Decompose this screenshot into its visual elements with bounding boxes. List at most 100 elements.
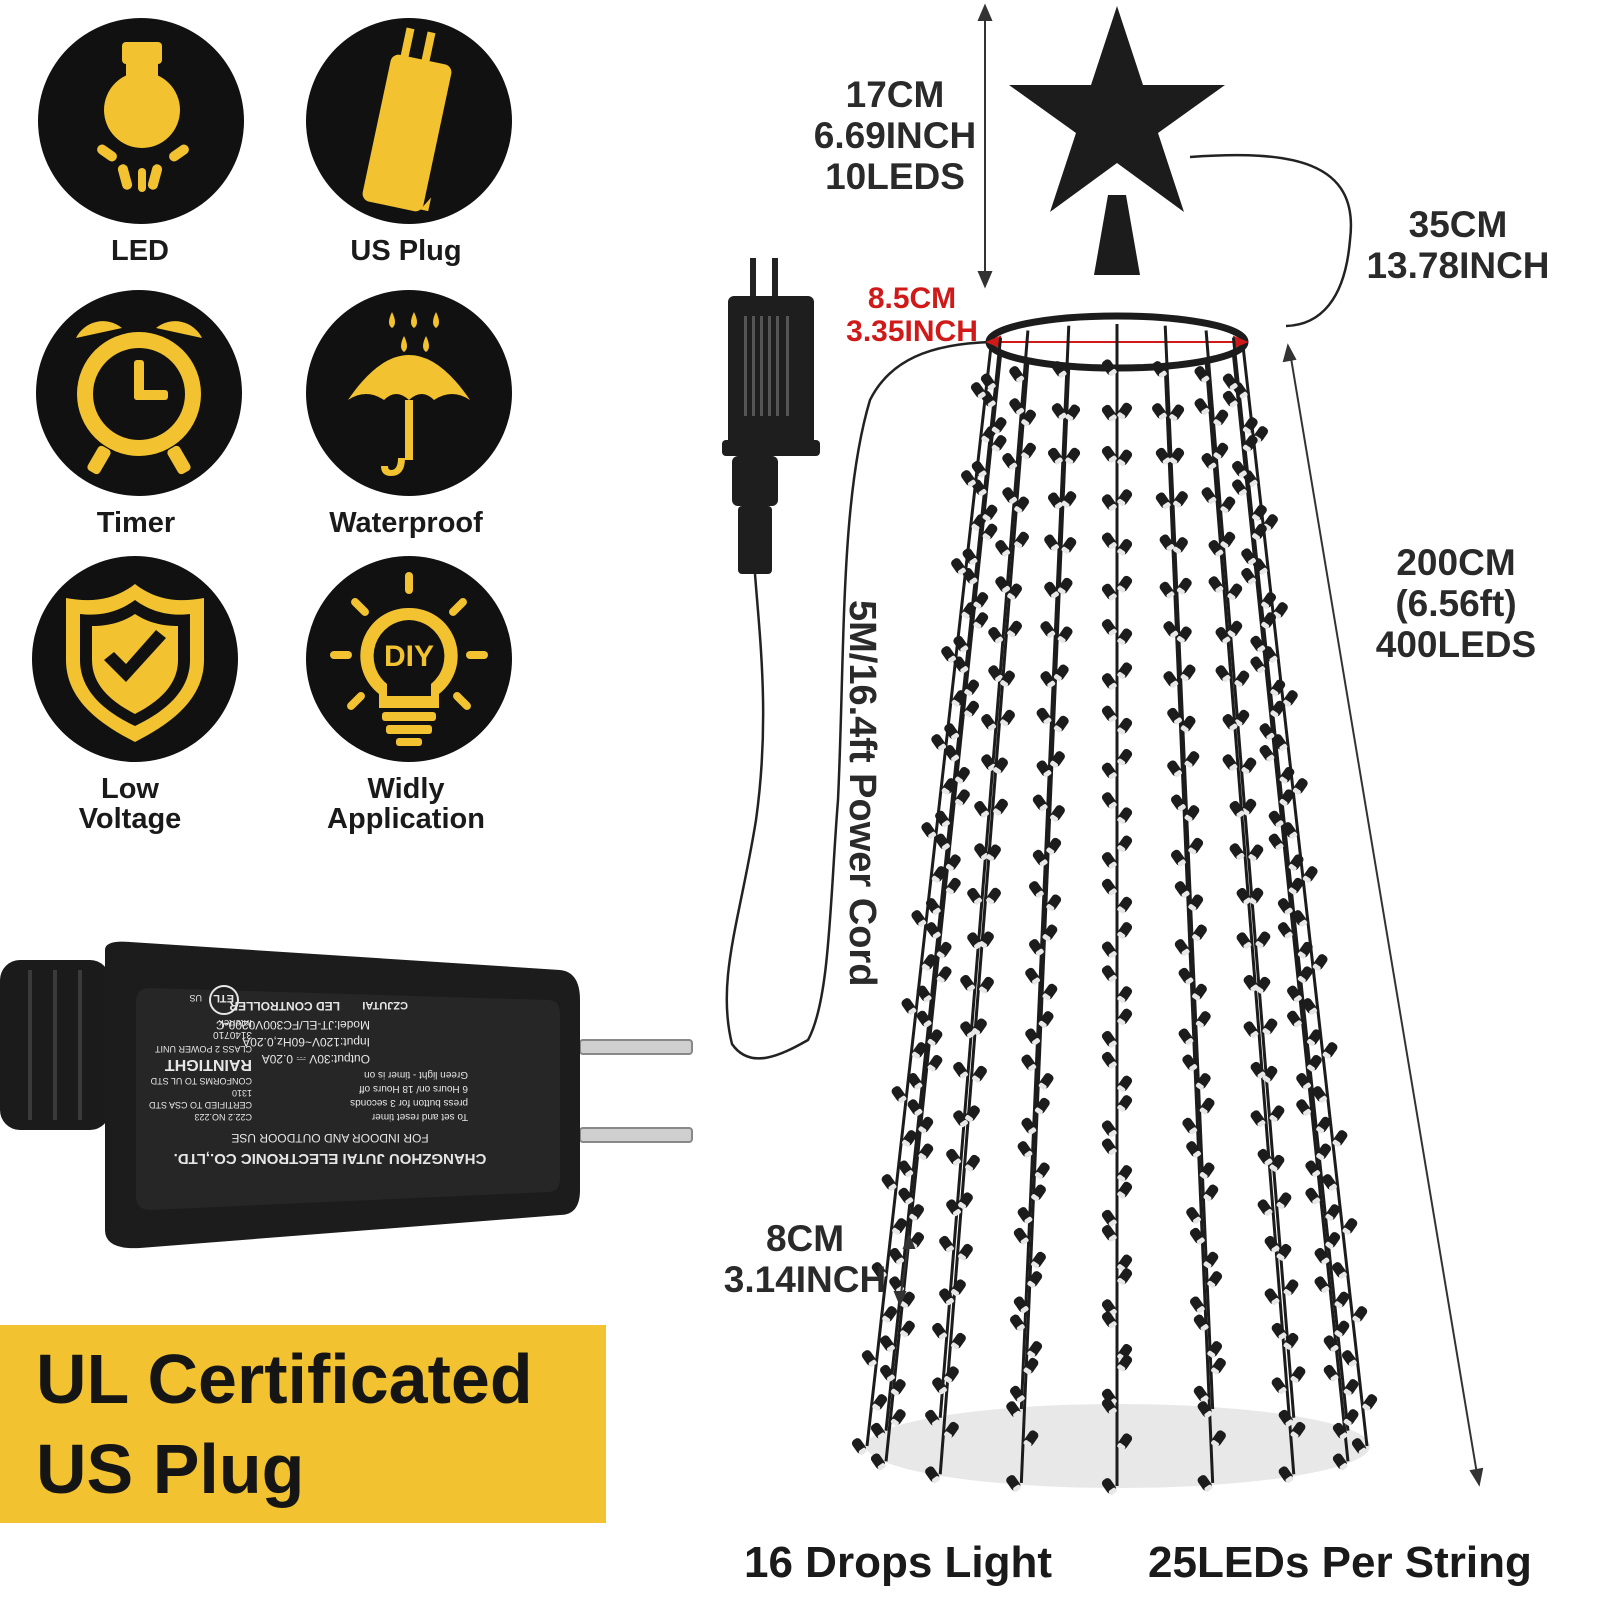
star-cable-dimension: 35CM 13.78INCH — [1358, 204, 1558, 286]
led-bulb — [1229, 843, 1245, 861]
led-bulb — [1057, 577, 1073, 595]
led-bulb — [1342, 1218, 1358, 1235]
led-bulb — [1101, 583, 1117, 601]
led-bulb — [946, 1199, 961, 1217]
led-bulb — [1199, 1097, 1215, 1115]
shield-check-icon — [66, 584, 204, 742]
led-bulb — [1322, 1174, 1337, 1191]
string-dim-ft: (6.56ft) — [1395, 583, 1517, 624]
led-bulb — [971, 514, 987, 531]
plug-certified-text: CERTIFIED TO CSA STD — [148, 1100, 252, 1110]
led-bulb — [1243, 1021, 1259, 1039]
led-bulb — [1264, 1235, 1280, 1253]
led-bulb — [1023, 1430, 1039, 1448]
led-bulb — [1269, 1154, 1285, 1172]
led-bulb — [1101, 1398, 1117, 1415]
led-bulb — [1302, 866, 1318, 883]
led-bulb — [1341, 1350, 1357, 1367]
feature-label-led: LED — [111, 235, 169, 267]
led-bulb — [1194, 366, 1210, 383]
led-bulb — [1271, 1377, 1287, 1395]
led-bulb — [953, 1110, 968, 1128]
led-bulb — [1188, 894, 1204, 912]
led-bulb — [1188, 837, 1204, 855]
led-bulb — [1255, 931, 1271, 949]
plug-intertek-no-text: 3140710 — [213, 1029, 252, 1040]
led-bulb — [953, 635, 969, 653]
led-bulb — [965, 1154, 980, 1172]
led-bulb — [961, 602, 977, 619]
led-bulb — [1057, 626, 1073, 644]
led-bulb — [1117, 1095, 1133, 1112]
led-bulb — [1222, 754, 1238, 772]
led-bulb — [1051, 403, 1067, 420]
led-bulb — [1215, 665, 1231, 683]
led-bulb — [1332, 1130, 1348, 1147]
led-bulb — [1042, 983, 1058, 1001]
led-bulb — [1117, 748, 1133, 766]
led-bulb — [1208, 576, 1224, 593]
led-bulb — [939, 1288, 954, 1306]
led-bulb — [944, 1421, 959, 1439]
led-bulb — [851, 1438, 867, 1455]
led-bulb — [870, 1422, 886, 1440]
led-bulb — [1292, 910, 1308, 927]
light-string — [865, 345, 993, 1447]
led-bulb — [932, 1377, 947, 1395]
alarm-clock-icon — [76, 321, 202, 475]
umbrella-rain-icon — [348, 312, 470, 476]
led-bulb — [872, 1394, 888, 1411]
led-bulb — [880, 1335, 895, 1353]
led-bulb — [1189, 1296, 1205, 1314]
led-bulb — [921, 822, 937, 839]
star-height-arrow — [977, 3, 993, 289]
led-bulb — [1169, 447, 1185, 465]
led-bulb — [925, 922, 941, 939]
led-bulb — [931, 734, 947, 751]
star-cable-dim-cm: 35CM — [1408, 204, 1508, 245]
led-bulb — [1101, 532, 1117, 550]
led-bulb — [1316, 1116, 1332, 1134]
led-bulb — [1296, 1073, 1311, 1090]
led-bulb — [1117, 662, 1133, 680]
string-length-arrow — [1282, 343, 1484, 1487]
plug-csa-no-text: C22.2 NO.223 — [194, 1112, 252, 1122]
led-bulb — [1227, 620, 1243, 638]
led-bulb — [880, 1364, 895, 1382]
led-bulb — [1010, 1314, 1025, 1332]
power-cord-label: 5M/16.4ft Power Cord — [841, 600, 883, 987]
light-string — [1019, 325, 1071, 1410]
led-bulb — [916, 985, 932, 1003]
led-bulb — [1296, 1099, 1311, 1116]
led-bulb — [972, 1018, 987, 1036]
led-bulb — [979, 976, 994, 994]
led-bulb — [1201, 453, 1217, 470]
led-bulb — [1117, 1165, 1133, 1182]
plug-prongs — [579, 1039, 693, 1143]
led-bulb — [1021, 442, 1037, 460]
led-bulb — [1252, 523, 1267, 541]
led-bulb — [927, 1029, 943, 1047]
led-bulb — [1222, 390, 1238, 408]
plug-std-no-text: 1310 — [232, 1088, 252, 1098]
plug-usage-text: FOR INDOOR AND OUTDOOR USE — [231, 1131, 428, 1145]
led-bulb — [1269, 1105, 1285, 1123]
led-bulb — [1117, 922, 1133, 939]
plug-raintight-text: RAINTIGHT — [165, 1056, 252, 1073]
led-bulb — [1277, 922, 1293, 939]
light-string — [1231, 337, 1350, 1431]
led-bulb — [918, 1143, 934, 1161]
led-bulb — [1213, 442, 1229, 460]
led-bulb — [1297, 966, 1313, 984]
led-bulb — [1222, 714, 1238, 731]
led-bulb — [1193, 1385, 1209, 1403]
banner-line-1: UL Certificated — [36, 1340, 533, 1418]
led-bulb — [1117, 1433, 1133, 1451]
led-bulb — [991, 435, 1007, 452]
led-bulb — [1117, 539, 1133, 556]
light-string — [938, 330, 1030, 1418]
led-bulb — [1203, 1184, 1219, 1202]
light-string — [884, 354, 1003, 1462]
star-topper — [1009, 6, 1225, 212]
led-bulb — [1013, 1227, 1029, 1245]
